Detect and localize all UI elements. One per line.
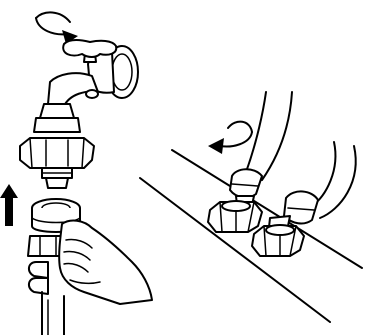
- hose-cold: [229, 91, 293, 215]
- tap-connection-panel: [0, 11, 153, 335]
- inlet-hose-left: [41, 291, 65, 335]
- rotate-arrow-icon: [35, 11, 78, 44]
- hand-illustration: [28, 219, 153, 305]
- up-arrow-icon: [0, 184, 18, 226]
- inlet-valve-cold: [207, 200, 263, 233]
- faucet: [39, 39, 139, 119]
- coupling-nut: [19, 117, 95, 189]
- rotate-arrow-icon: [208, 120, 253, 154]
- inlet-valve-hot: [251, 224, 305, 257]
- hose-hot: [267, 141, 357, 237]
- machine-panel-edges: [139, 149, 363, 323]
- machine-inlet-panel: [139, 91, 363, 323]
